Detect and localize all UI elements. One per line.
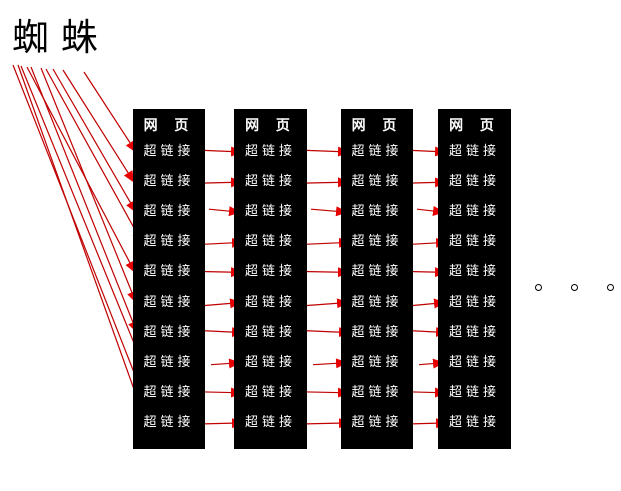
- spider-arrow: [30, 66, 138, 334]
- webpage-column-3: 网 页 超链接超链接超链接超链接超链接超链接超链接超链接超链接超链接: [341, 109, 413, 449]
- hyperlink-label: 超链接: [143, 174, 195, 190]
- page-title: 网 页: [449, 118, 500, 134]
- hyperlink-label: 超链接: [351, 354, 403, 370]
- hyperlink-label: 超链接: [143, 204, 195, 220]
- hyperlink-label: 超链接: [448, 264, 500, 280]
- spider-arrow: [17, 64, 148, 424]
- hyperlink-label: 超链接: [244, 264, 296, 280]
- hyperlink-label: 超链接: [244, 414, 296, 430]
- spider-arrow: [45, 68, 143, 244]
- hyperlink-label: 超链接: [244, 354, 296, 370]
- spider-arrow: [62, 69, 135, 183]
- hyperlink-list: 超链接超链接超链接超链接超链接超链接超链接超链接超链接超链接: [234, 109, 307, 449]
- hyperlink-label: 超链接: [244, 174, 296, 190]
- page-title: 网 页: [351, 118, 403, 134]
- webpage-column-4: 网 页 超链接超链接超链接超链接超链接超链接超链接超链接超链接超链接: [438, 109, 511, 449]
- hyperlink-label: 超链接: [143, 324, 195, 340]
- hyperlink-label: 超链接: [448, 354, 500, 370]
- hyperlink-list: 超链接超链接超链接超链接超链接超链接超链接超链接超链接超链接: [341, 109, 413, 449]
- hyperlink-label: 超链接: [351, 414, 403, 430]
- hyperlink-label: 超链接: [448, 414, 500, 430]
- hyperlink-label: 超链接: [351, 384, 403, 400]
- hyperlink-label: 超链接: [244, 204, 296, 220]
- hyperlink-label: 超链接: [244, 144, 296, 159]
- hyperlink-label: 超链接: [143, 234, 195, 250]
- continuation-dots: [535, 284, 614, 291]
- ellipsis-dot: [535, 284, 542, 291]
- hyperlink-list: 超链接超链接超链接超链接超链接超链接超链接超链接超链接超链接: [438, 109, 511, 449]
- hyperlink-label: 超链接: [448, 174, 500, 190]
- hyperlink-label: 超链接: [143, 294, 195, 310]
- hyperlink-label: 超链接: [448, 294, 500, 310]
- hyperlink-label: 超链接: [244, 294, 296, 310]
- page-title: 网 页: [245, 118, 296, 134]
- hyperlink-label: 超链接: [448, 324, 500, 340]
- spider-arrow: [26, 66, 136, 274]
- hyperlink-label: 超链接: [448, 234, 500, 250]
- hyperlink-label: 超链接: [351, 324, 403, 340]
- hyperlink-label: 超链接: [448, 384, 500, 400]
- hyperlink-label: 超链接: [143, 384, 195, 400]
- hyperlink-label: 超链接: [143, 264, 195, 280]
- hyperlink-label: 超链接: [143, 354, 195, 370]
- spider-arrow: [83, 71, 137, 153]
- hyperlink-label: 超链接: [351, 234, 403, 250]
- spider-arrow: [52, 68, 137, 214]
- hyperlink-label: 超链接: [448, 144, 500, 159]
- ellipsis-dot: [571, 284, 578, 291]
- hyperlink-label: 超链接: [351, 144, 403, 159]
- spider-label: 蜘蛛: [12, 16, 110, 59]
- page-title: 网 页: [143, 118, 195, 134]
- ellipsis-dot: [607, 284, 614, 291]
- hyperlink-label: 超链接: [244, 234, 296, 250]
- hyperlink-label: 超链接: [448, 204, 500, 220]
- hyperlink-label: 超链接: [143, 144, 195, 159]
- spider-arrow: [12, 64, 143, 394]
- hyperlink-list: 超链接超链接超链接超链接超链接超链接超链接超链接超链接超链接: [133, 109, 205, 449]
- hyperlink-label: 超链接: [351, 264, 403, 280]
- hyperlink-label: 超链接: [351, 204, 403, 220]
- hyperlink-label: 超链接: [351, 174, 403, 190]
- hyperlink-label: 超链接: [244, 324, 296, 340]
- hyperlink-label: 超链接: [244, 384, 296, 400]
- spider-arrow: [40, 67, 137, 304]
- webpage-column-1: 网 页 超链接超链接超链接超链接超链接超链接超链接超链接超链接超链接: [133, 109, 205, 449]
- spider-arrow: [20, 65, 143, 364]
- hyperlink-label: 超链接: [351, 294, 403, 310]
- hyperlink-label: 超链接: [143, 414, 195, 430]
- webpage-column-2: 网 页 超链接超链接超链接超链接超链接超链接超链接超链接超链接超链接: [234, 109, 307, 449]
